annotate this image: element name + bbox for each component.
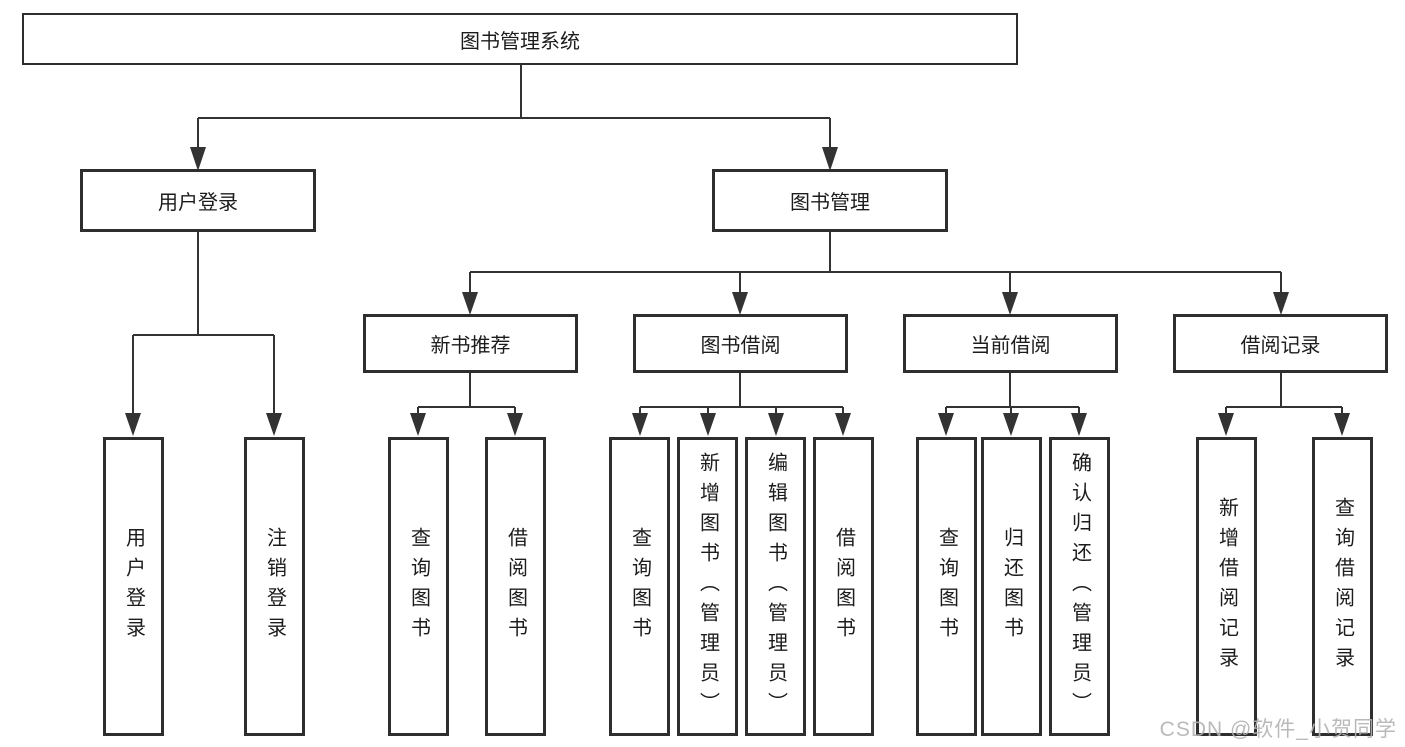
node-user-login-branch: 用户登录 [80, 169, 316, 232]
node-borrow-records: 借阅记录 [1173, 314, 1388, 373]
node-label: 查询图书 [407, 526, 430, 647]
node-new-book-recommend: 新书推荐 [363, 314, 578, 373]
node-label: 用户登录 [122, 526, 145, 647]
leaf-confirm-return-admin: 确认归还（管理员） [1049, 437, 1110, 736]
node-label: 确认归还（管理员） [1068, 451, 1091, 722]
node-label: 注销登录 [263, 526, 286, 647]
node-label: 查询图书 [628, 526, 651, 647]
leaf-logout: 注销登录 [244, 437, 305, 736]
node-label: 当前借阅 [970, 335, 1051, 357]
node-label: 借阅图书 [504, 526, 527, 647]
csdn-watermark: CSDN @软件_小贺同学 [1159, 718, 1397, 741]
leaf-user-login: 用户登录 [103, 437, 164, 736]
leaf-query-books-3: 查询图书 [916, 437, 977, 736]
leaf-add-borrow-record: 新增借阅记录 [1196, 437, 1257, 736]
node-label: 图书管理 [790, 192, 870, 214]
leaf-borrow-books-1: 借阅图书 [485, 437, 546, 736]
node-label: 借阅记录 [1240, 335, 1321, 357]
leaf-query-books-1: 查询图书 [388, 437, 449, 736]
node-label: 借阅图书 [832, 526, 855, 647]
node-library-management-system: 图书管理系统 [22, 13, 1018, 65]
node-label: 查询图书 [935, 526, 958, 647]
leaf-query-books-2: 查询图书 [609, 437, 670, 736]
node-book-management-branch: 图书管理 [712, 169, 948, 232]
leaf-borrow-books-2: 借阅图书 [813, 437, 874, 736]
leaf-edit-books-admin: 编辑图书（管理员） [745, 437, 806, 736]
node-current-borrow: 当前借阅 [903, 314, 1118, 373]
node-book-borrow: 图书借阅 [633, 314, 848, 373]
node-label: 新增借阅记录 [1215, 496, 1238, 677]
leaf-add-books-admin: 新增图书（管理员） [677, 437, 738, 736]
node-label: 编辑图书（管理员） [764, 451, 787, 722]
node-label: 新书推荐 [430, 335, 511, 357]
leaf-query-borrow-record: 查询借阅记录 [1312, 437, 1373, 736]
node-label: 图书借阅 [700, 335, 781, 357]
node-label: 查询借阅记录 [1331, 496, 1354, 677]
node-label: 用户登录 [158, 192, 238, 214]
node-label: 图书管理系统 [460, 30, 580, 53]
leaf-return-books: 归还图书 [981, 437, 1042, 736]
node-label: 归还图书 [1000, 526, 1023, 647]
node-label: 新增图书（管理员） [696, 451, 719, 722]
